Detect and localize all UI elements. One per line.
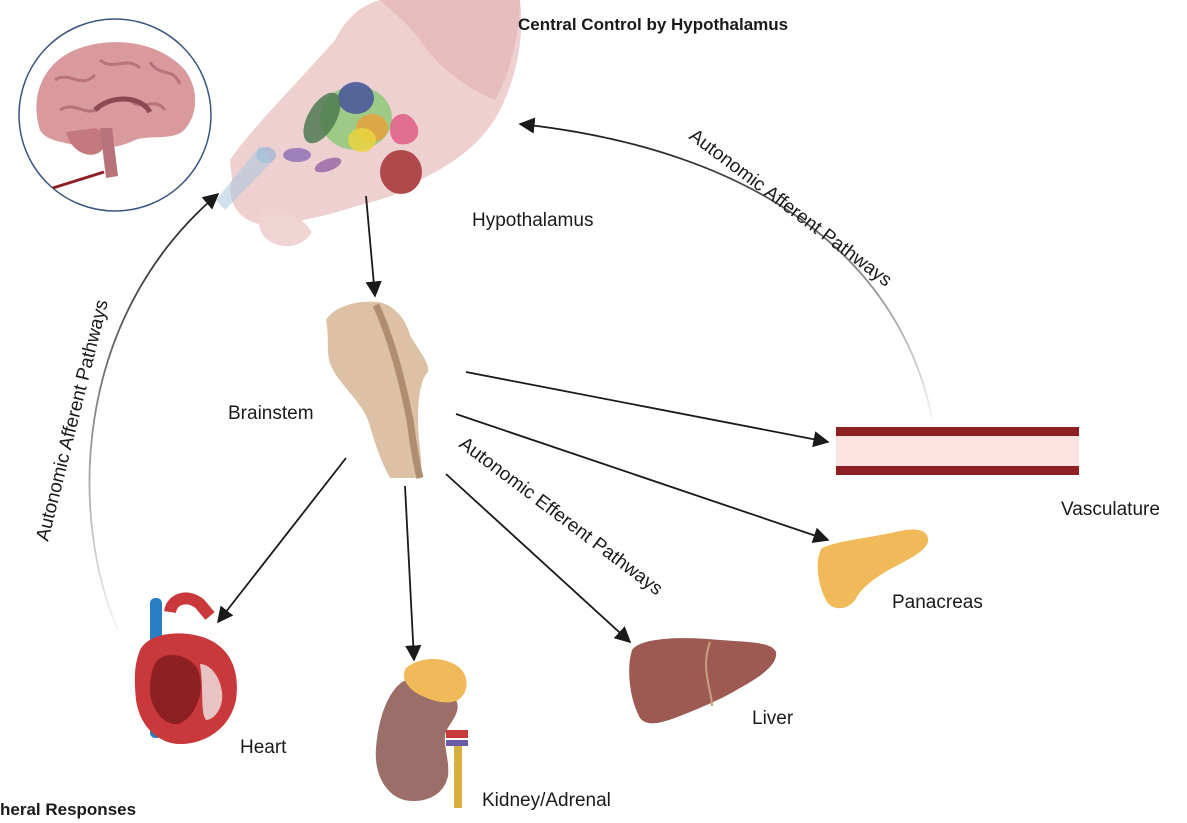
label-heart: Heart xyxy=(240,737,287,758)
vessel-illustration xyxy=(836,427,1079,475)
label-liver: Liver xyxy=(752,708,794,729)
kidney-illustration xyxy=(376,659,468,808)
section-title-peripheral: heral Responses xyxy=(0,800,136,819)
arrow-heart-to-hypothalamus xyxy=(89,194,218,630)
arrow-brainstem-to-vasculature xyxy=(466,372,828,442)
diagram-title: Central Control by Hypothalamus xyxy=(518,15,788,34)
brain-inset xyxy=(19,19,211,211)
label-hypothalamus: Hypothalamus xyxy=(472,210,593,231)
label-afferent-pathways-right: Autonomic Afferent Pathways xyxy=(685,125,896,291)
label-afferent-pathways-left: Autonomic Afferent Pathways xyxy=(32,298,112,544)
brainstem-illustration xyxy=(326,302,428,478)
heart-illustration xyxy=(135,598,237,744)
arrow-group xyxy=(89,124,932,660)
label-efferent-pathways: Autonomic Efferent Pathways xyxy=(455,433,666,600)
arrow-brainstem-to-heart xyxy=(218,458,346,622)
label-vasculature: Vasculature xyxy=(1061,499,1160,520)
arrow-hypothalamus-to-brainstem xyxy=(366,196,375,296)
label-kidney-adrenal: Kidney/Adrenal xyxy=(482,790,611,811)
label-brainstem: Brainstem xyxy=(228,403,314,424)
arrow-brainstem-to-kidney xyxy=(405,486,414,660)
label-pancreas: Panacreas xyxy=(892,592,983,613)
